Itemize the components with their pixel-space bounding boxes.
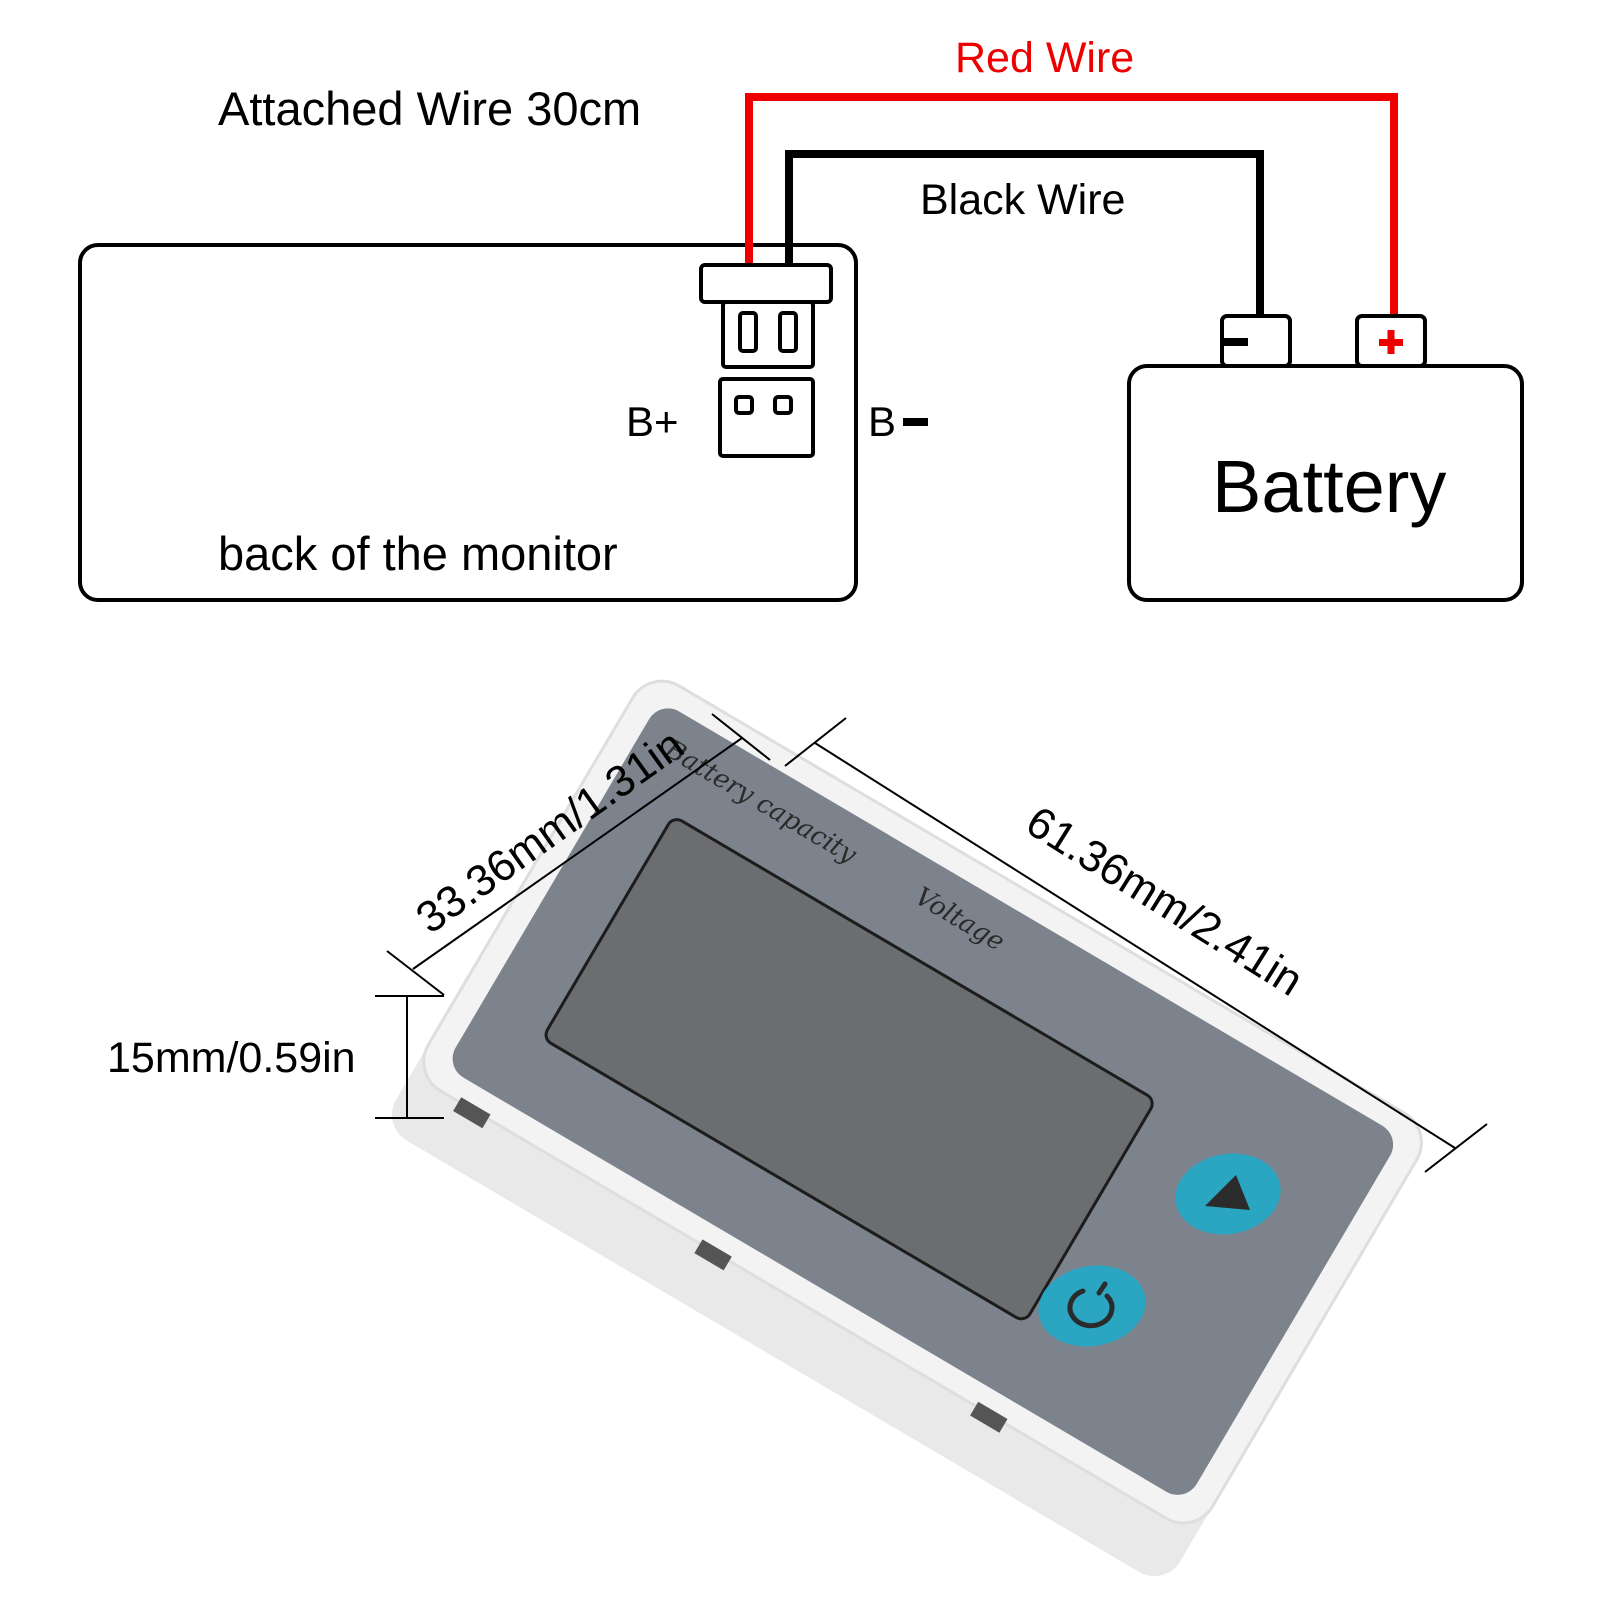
red-wire — [745, 93, 1398, 316]
play-triangle-icon — [1205, 1175, 1250, 1210]
battery-label: Battery — [1212, 445, 1446, 528]
plus-icon-v — [1387, 330, 1395, 354]
terminal-positive-label: B+ — [626, 398, 679, 445]
black-wire-label: Black Wire — [920, 176, 1125, 224]
battery-monitor-device: Battery capacity Voltage — [391, 679, 1423, 1577]
power-icon — [1067, 1288, 1115, 1329]
terminal-negative-dash — [903, 418, 928, 426]
battery — [1127, 314, 1524, 602]
battery-body — [1127, 364, 1524, 602]
connector-socket — [718, 377, 815, 458]
dimension-length — [784, 717, 1488, 1173]
terminal-negative-label: B — [868, 398, 896, 445]
attached-wire-label: Attached Wire 30cm — [218, 82, 641, 135]
monitor-back-box — [78, 243, 858, 602]
dimension-width — [386, 713, 771, 996]
lcd-screen — [544, 818, 1154, 1321]
side-clip-1 — [453, 1097, 491, 1129]
red-wire-label: Red Wire — [955, 34, 1134, 82]
power-button[interactable] — [1032, 1257, 1152, 1355]
dimension-height — [375, 995, 444, 1119]
black-wire — [785, 150, 1264, 316]
side-clip-2 — [694, 1239, 732, 1271]
dimension-height-label: 15mm/0.59in — [107, 1034, 356, 1082]
next-button[interactable] — [1169, 1145, 1287, 1242]
minus-icon — [1224, 338, 1248, 346]
side-clip-3 — [970, 1401, 1008, 1433]
connector-plug — [699, 263, 833, 369]
monitor-label: back of the monitor — [218, 527, 618, 580]
